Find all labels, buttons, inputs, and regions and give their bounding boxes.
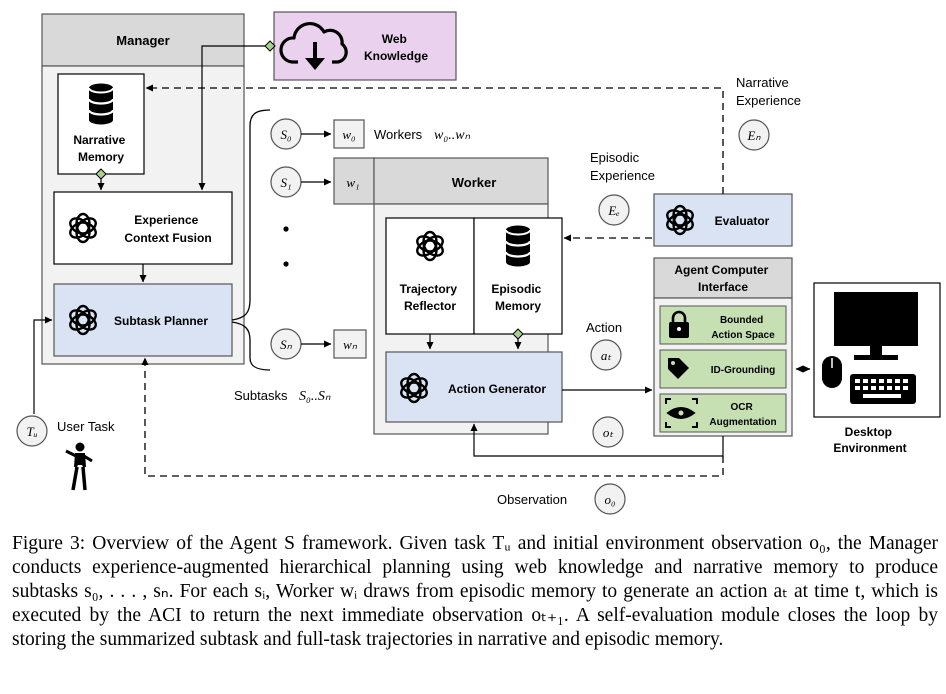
database-icon [504,224,532,268]
observation-to-generator-arrow [470,423,724,457]
experience-context-fusion-label: Experience Context Fusion [124,213,211,245]
id-grounding: ID-Grounding [659,349,787,389]
bounded-action-space-label: Bounded Action Space [711,315,775,341]
narrative-memory-box: Narrative Memory [57,73,145,175]
bounded-action-space: Bounded Action Space [659,305,787,345]
workers-label: Workers [374,127,423,142]
evaluator-label: Evaluator [715,214,770,228]
tu-bubble: Tᵤ [16,415,48,447]
ocr-augmentation: OCR Augmentation [659,393,787,433]
svg-text:oₜ: oₜ [603,425,615,440]
ee-bubble: Eₑ [598,194,630,226]
trajectory-reflector-label: Trajectory Reflector [400,282,461,313]
user-task-label: User Task [57,419,115,434]
svg-text:Eₑ: Eₑ [607,203,619,218]
user-figure-icon [65,442,93,491]
worker-w0: w₀ [333,119,365,149]
subtask-sn: Sₙ [270,328,302,360]
experience-context-fusion-box: Experience Context Fusion [53,191,233,265]
o0-bubble: o₀ [594,483,626,515]
episodic-experience-label: Episodic Experience [590,150,655,183]
database-icon [87,82,115,126]
worker-w1: w₁ [333,157,375,205]
web-knowledge-box: Web Knowledge [273,11,457,81]
svg-text:o₀: o₀ [604,492,615,507]
svg-text:w₀: w₀ [342,127,355,142]
action-generator-label: Action Generator [448,382,546,396]
en-bubble: Eₙ [738,119,770,151]
svg-text:S₀: S₀ [280,127,291,142]
subtasks-range: S₀..Sₙ [299,389,331,404]
cloud-download-icon [279,22,348,70]
id-grounding-label: ID-Grounding [711,365,775,376]
lock-icon [669,310,689,338]
ocr-augmentation-label: OCR Augmentation [709,402,776,428]
manager-title: Manager [116,33,169,48]
svg-text:Tᵤ: Tᵤ [26,424,37,439]
narrative-experience-label: Narrative Experience [736,75,801,108]
subtask-s0: S₀ [270,118,302,150]
keyboard-icon [850,374,916,404]
svg-text:S₁: S₁ [280,175,291,190]
mouse-icon [822,356,842,388]
evaluator-box: Evaluator [653,193,793,247]
svg-text:Eₙ: Eₙ [746,128,761,143]
observation-label: Observation [497,492,567,507]
svg-text:wₙ: wₙ [343,337,358,352]
subtask-brace-top [231,109,271,321]
desktop-environment-label: Desktop Environment [833,425,906,455]
web-knowledge-label: Web Knowledge [364,32,428,63]
worker-wn: wₙ [333,329,367,359]
connector-diamond [512,328,524,340]
connector-diamond [95,168,107,180]
ot-bubble: oₜ [592,416,624,448]
narrative-memory-label: Narrative Memory [73,133,128,164]
ellipsis-dot [283,261,289,267]
svg-text:w₁: w₁ [346,175,359,190]
worker-title: Worker [452,175,497,190]
agent-s-diagram: Manager Narrative Memory Experience Cont… [16,11,941,515]
figure-caption: Figure 3: Overview of the Agent S framew… [12,533,938,650]
user-task-to-planner-arrow [33,316,53,414]
action-generator-box: Action Generator [385,351,563,423]
subtask-planner-box: Subtask Planner [53,283,233,357]
tag-icon [668,358,689,379]
trajectory-reflector-box: Trajectory Reflector [385,217,475,335]
aci-title: Agent Computer Interface [674,263,771,294]
eye-scan-icon [665,398,698,428]
subtask-brace-bottom [231,321,271,371]
subtask-planner-label: Subtask Planner [114,314,208,328]
subtasks-label: Subtasks [234,388,288,403]
svg-text:Sₙ: Sₙ [280,337,293,352]
monitor-icon [834,292,918,360]
episodic-memory-box: Episodic Memory [473,217,563,335]
web-to-fusion-arrow [198,45,272,191]
desktop-environment-box: Desktop Environment [813,282,941,455]
episodic-memory-label: Episodic Memory [491,282,544,313]
narrative-memory-line2: Memory [78,150,124,164]
connector-diamond [264,40,276,52]
ellipsis-dot [283,226,289,232]
narrative-memory-line1: Narrative [73,133,125,147]
subtask-s1: S₁ [270,166,302,198]
workers-range: w₀..wₙ [434,128,471,143]
svg-text:aₜ: aₜ [601,348,613,363]
at-bubble: aₜ [590,339,622,371]
action-label: Action [586,320,622,335]
